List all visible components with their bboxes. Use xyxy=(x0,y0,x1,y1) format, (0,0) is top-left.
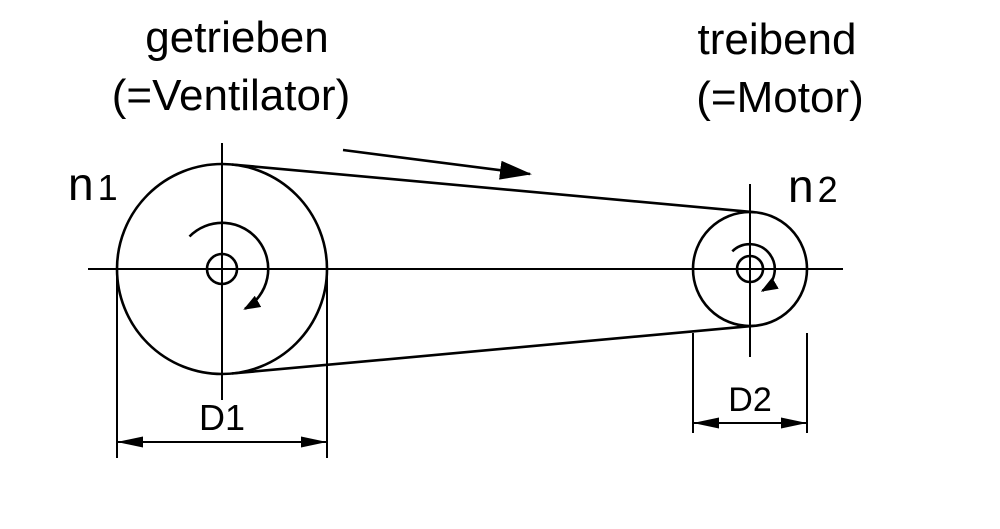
d1-label: D1 xyxy=(199,397,245,438)
right-pulley-hub xyxy=(735,254,765,284)
left-pulley-hub xyxy=(205,252,239,286)
d2-label: D2 xyxy=(728,381,771,419)
belt-bottom-line xyxy=(231,324,756,375)
right-pulley-circle xyxy=(691,210,809,328)
right-title-line2: (=Motor) xyxy=(696,73,863,122)
left-speed-subscript: 1 xyxy=(98,167,118,208)
belt-top-line xyxy=(231,163,756,214)
right-speed-subscript: 2 xyxy=(818,169,838,210)
right-title-line1: treibend xyxy=(697,15,856,64)
left-title-line2: (=Ventilator) xyxy=(112,71,350,120)
left-title-line1: getrieben xyxy=(145,13,328,62)
left-rotation-arrow xyxy=(188,221,270,310)
belt-direction-arrow xyxy=(342,148,532,180)
right-rotation-arrow xyxy=(731,242,779,292)
left-pulley-circle xyxy=(115,162,329,376)
right-speed-symbol: n xyxy=(788,160,814,212)
left-speed-symbol: n xyxy=(68,158,94,210)
